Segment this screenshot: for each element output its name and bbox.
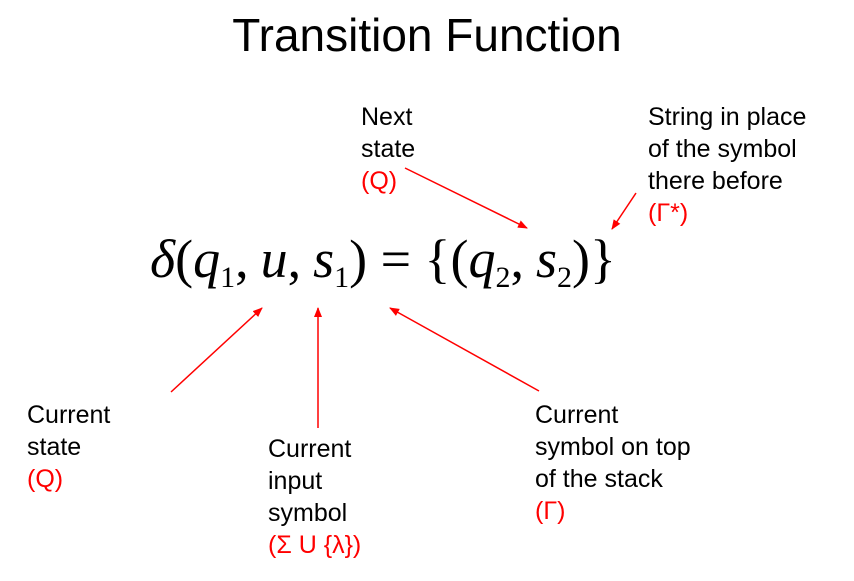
q2-subscript: 2 bbox=[495, 261, 511, 294]
close-equals-open: ) = {( bbox=[349, 229, 469, 289]
label-line: String in place bbox=[648, 103, 807, 131]
open-paren: ( bbox=[175, 229, 194, 289]
label-line: there before bbox=[648, 167, 783, 195]
comma-1: , bbox=[235, 229, 249, 289]
label-next-state: Next state (Q) bbox=[361, 101, 415, 197]
label-line: state bbox=[361, 135, 416, 163]
label-current-input: Current input symbol (Σ U {λ}) bbox=[268, 433, 361, 561]
s1-symbol: s bbox=[313, 229, 335, 289]
arrow-replacement-string bbox=[611, 192, 637, 230]
label-set: (Q) bbox=[27, 465, 64, 493]
label-line: Current bbox=[27, 401, 111, 429]
label-line: state bbox=[27, 433, 82, 461]
page-title: Transition Function bbox=[232, 9, 622, 61]
label-replacement-string: String in place of the symbol there befo… bbox=[648, 101, 806, 229]
label-line: symbol bbox=[268, 499, 348, 527]
label-line: of the symbol bbox=[648, 135, 797, 163]
label-set: (Γ) bbox=[535, 497, 566, 525]
label-line: symbol on top bbox=[535, 433, 691, 461]
comma-2: , bbox=[287, 229, 302, 289]
label-current-state: Current state (Q) bbox=[27, 399, 110, 495]
arrow-current-state bbox=[170, 307, 263, 393]
label-line: input bbox=[268, 467, 323, 495]
arrow-next-state bbox=[404, 167, 528, 229]
transition-formula: δ(q1,u,s1) = {(q2,s2)} bbox=[150, 228, 616, 293]
s2-symbol: s bbox=[535, 229, 557, 289]
q1-subscript: 1 bbox=[220, 261, 236, 294]
label-set: (Σ U {λ}) bbox=[268, 531, 362, 559]
s1-subscript: 1 bbox=[334, 261, 350, 294]
label-set: (Q) bbox=[361, 167, 398, 195]
s2-subscript: 2 bbox=[556, 261, 572, 294]
u-symbol: u bbox=[260, 229, 288, 289]
label-line: Current bbox=[268, 435, 352, 463]
q1-symbol: q bbox=[193, 229, 221, 289]
arrow-current-stack-symbol bbox=[389, 307, 540, 392]
close-brace: )} bbox=[571, 229, 616, 289]
label-line: of the stack bbox=[535, 465, 663, 493]
comma-3: , bbox=[510, 229, 524, 289]
label-set: (Γ*) bbox=[648, 199, 689, 227]
label-line: Next bbox=[361, 103, 413, 131]
label-current-stack-symbol: Current symbol on top of the stack (Γ) bbox=[535, 399, 691, 527]
q2-symbol: q bbox=[468, 229, 496, 289]
label-line: Current bbox=[535, 401, 619, 429]
delta-symbol: δ bbox=[150, 229, 176, 289]
